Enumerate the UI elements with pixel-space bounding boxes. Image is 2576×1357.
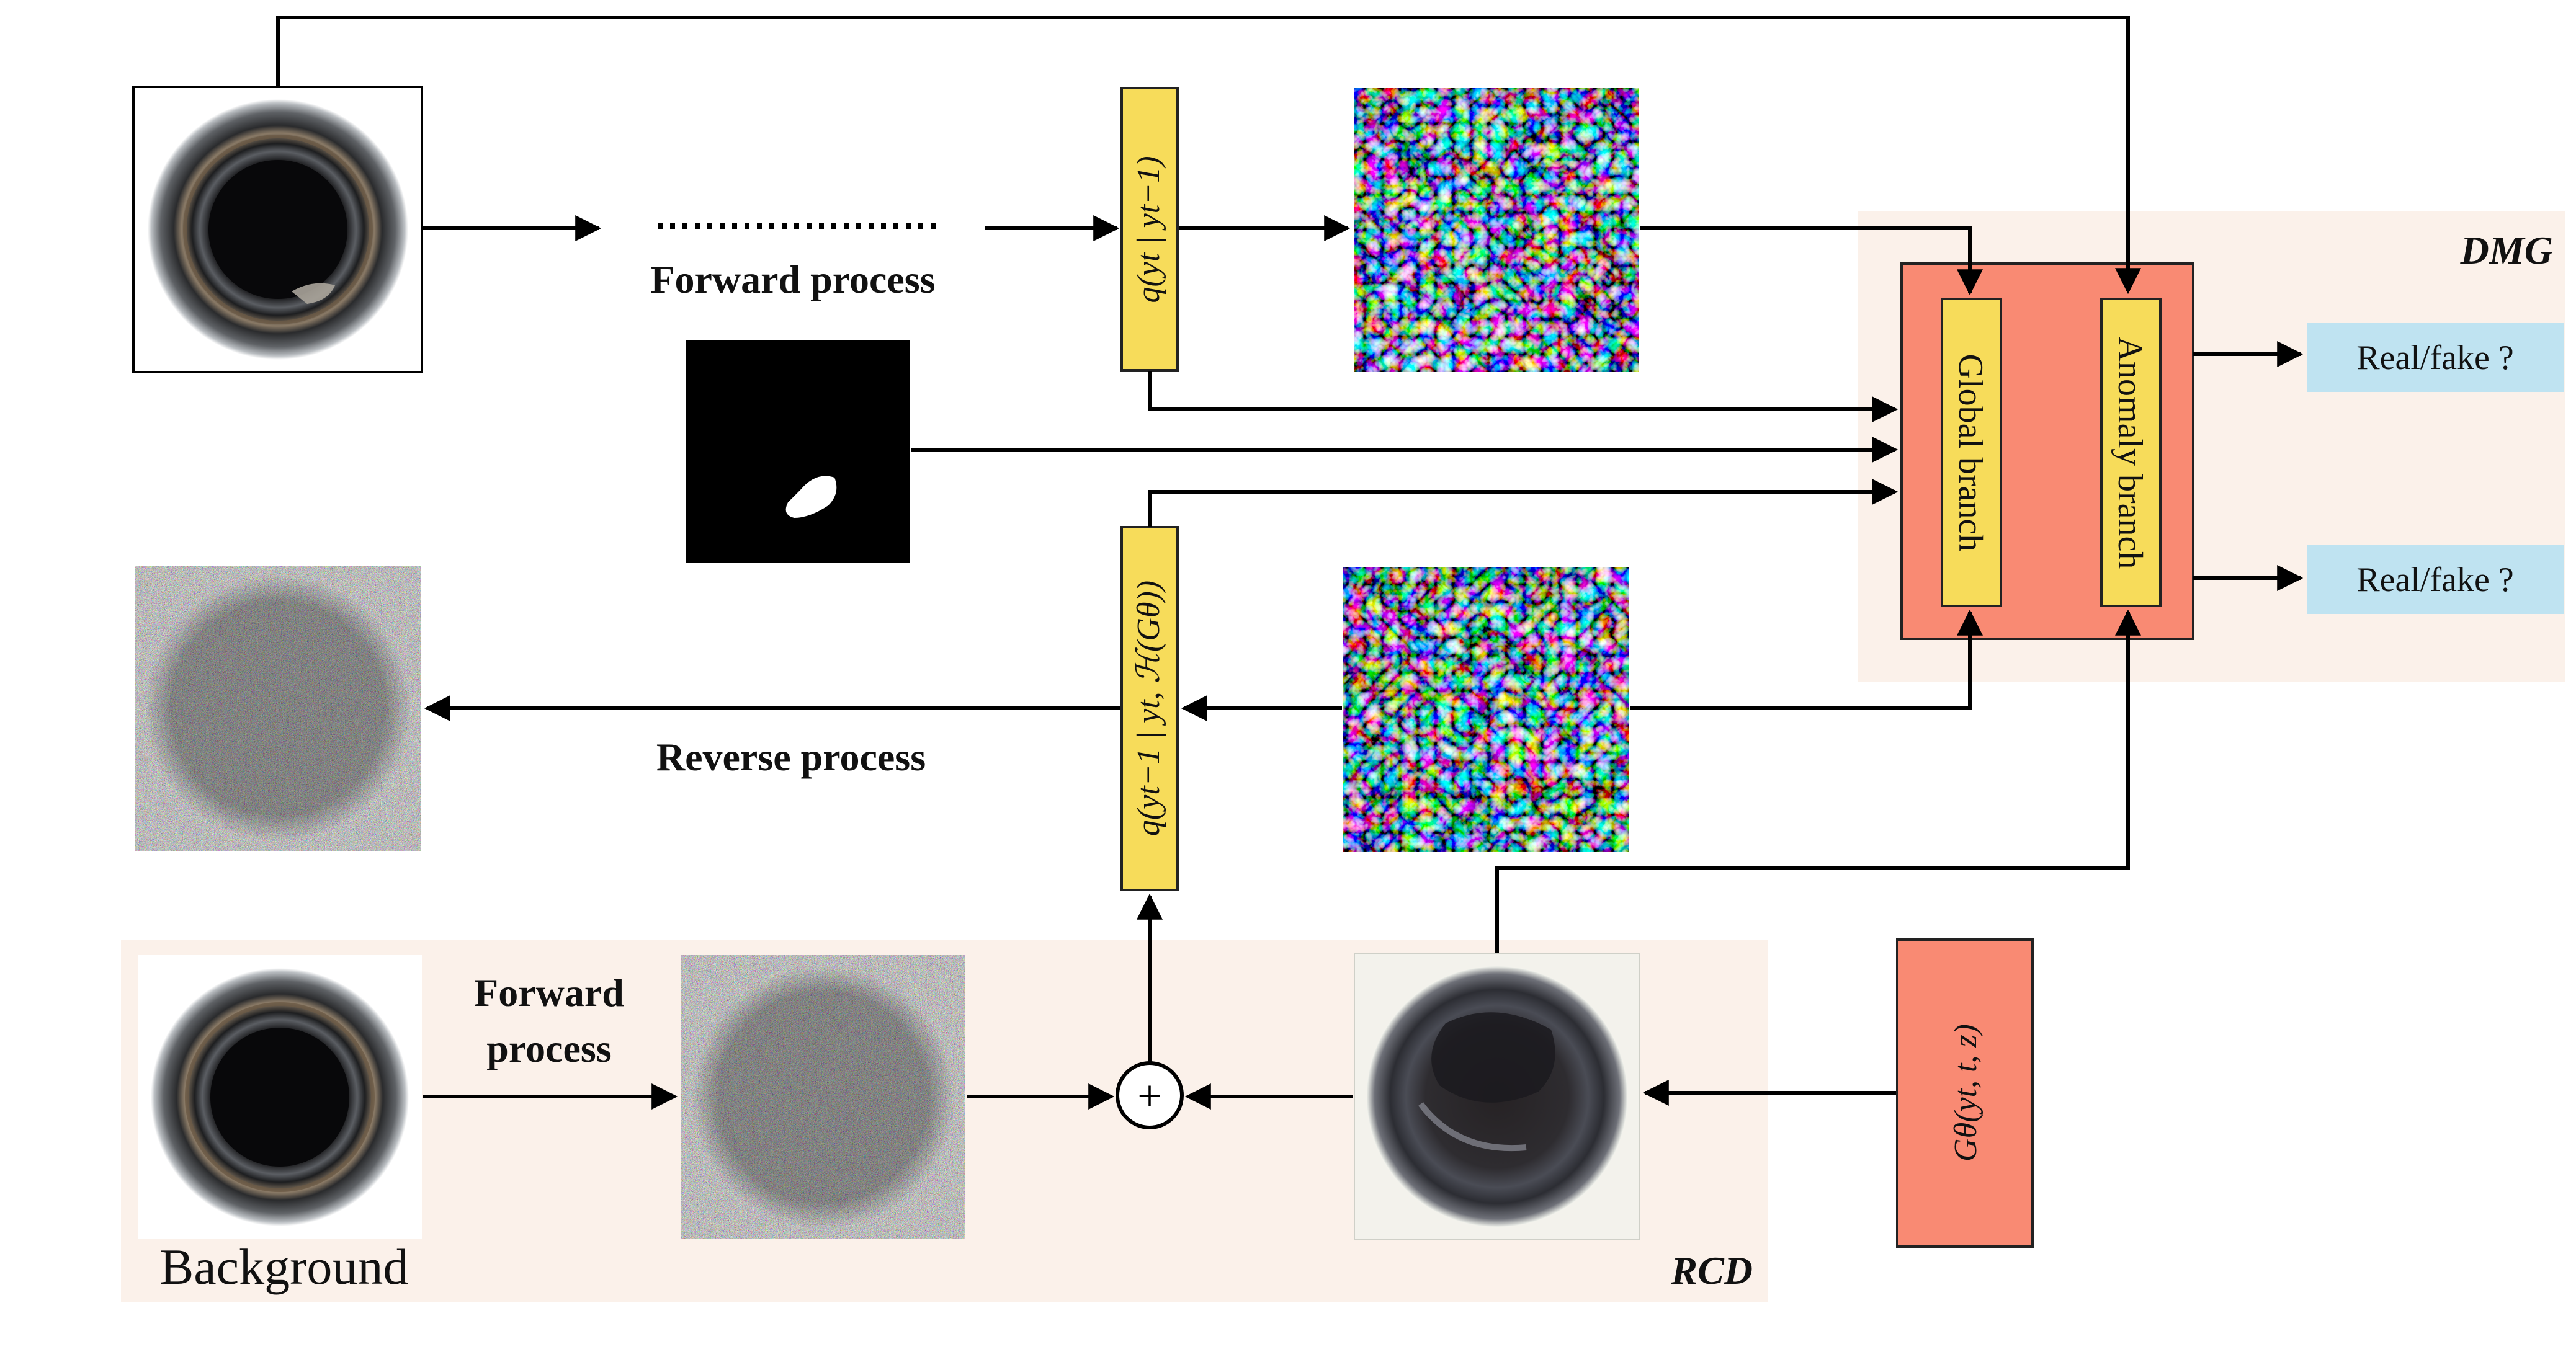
sum-symbol: + — [1137, 1072, 1161, 1120]
anomaly-branch-label: Anomaly branch — [2111, 337, 2149, 569]
dmg-label: DMG — [2460, 228, 2553, 272]
sum-node: + — [1116, 1061, 1184, 1129]
noisy-background-image — [681, 955, 965, 1239]
generator-label: Gθ(yt, t, z) — [1948, 1024, 1983, 1162]
connectors — [276, 16, 2304, 1110]
noise-mid-image — [1343, 567, 1629, 852]
arrow-input-to-anomaly — [276, 16, 2141, 295]
forward-process-bottom-label-1: Forward — [474, 971, 624, 1015]
rcd-label: RCD — [1670, 1248, 1753, 1292]
forward-process-bottom-label-2: process — [486, 1026, 611, 1070]
real-fake-top-box: Real/fake ? — [2307, 323, 2564, 392]
arrow-qrev-to-dmg — [1148, 479, 1898, 527]
q-reverse-label: q(yt−1 | yt, ℋ(Gθ)) — [1131, 581, 1166, 836]
arrow-noise-to-global-bottom — [1630, 609, 1983, 710]
q-reverse-block: q(yt−1 | yt, ℋ(Gθ)) — [1120, 526, 1179, 891]
input-bottle-image — [132, 86, 423, 373]
noisy-bottle-left-image — [135, 566, 421, 851]
reverse-process-label: Reverse process — [656, 735, 926, 779]
anomaly-branch-block: Anomaly branch — [2100, 298, 2162, 607]
forward-process-top-label: Forward process — [650, 257, 935, 301]
q-forward-label: q(yt | yt−1) — [1131, 156, 1166, 303]
global-branch-block: Global branch — [1941, 298, 2002, 607]
arrow-q-to-dmg — [1148, 371, 1898, 422]
anomaly-mask-image — [686, 340, 910, 563]
real-fake-bottom-label: Real/fake ? — [2356, 561, 2513, 599]
real-fake-bottom-box: Real/fake ? — [2307, 545, 2564, 614]
global-branch-label: Global branch — [1951, 354, 1990, 552]
arrow-noise-to-global — [1640, 226, 1983, 296]
background-bottle-image — [138, 955, 422, 1239]
arrow-gen-to-anomaly — [1495, 609, 2141, 953]
generator-block: Gθ(yt, t, z) — [1896, 938, 2034, 1248]
noise-top-image — [1354, 88, 1639, 372]
real-fake-top-label: Real/fake ? — [2356, 339, 2513, 377]
generated-anomaly-image — [1354, 953, 1640, 1240]
background-label: Background — [160, 1239, 409, 1295]
q-forward-block: q(yt | yt−1) — [1120, 87, 1179, 372]
